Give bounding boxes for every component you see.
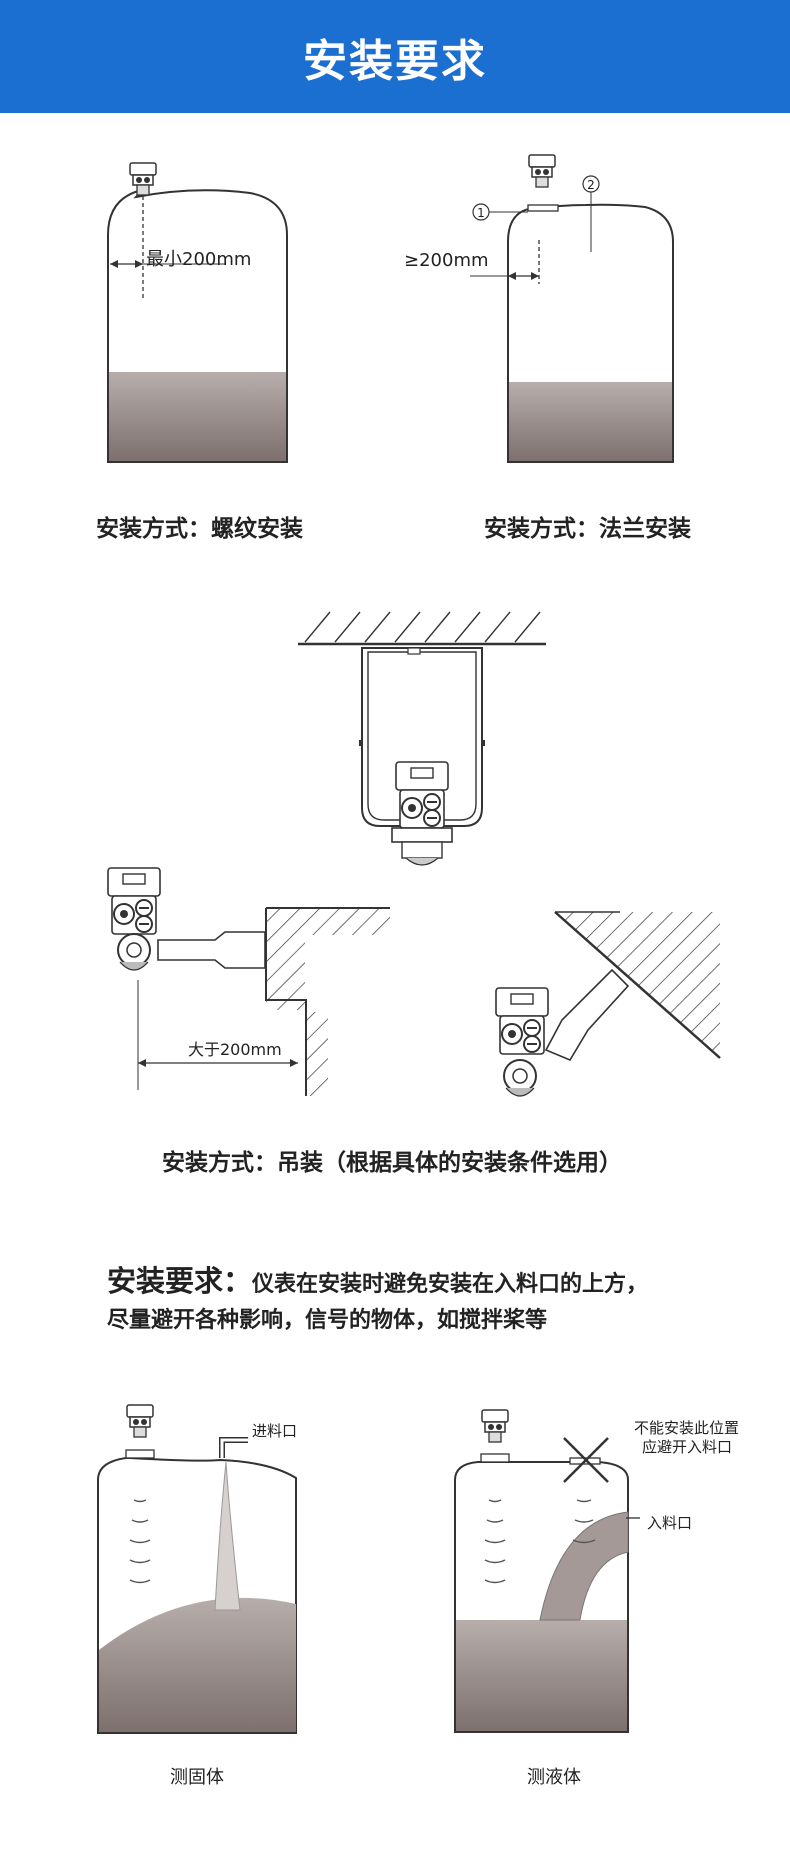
- requirement-text-1: 仪表在安装时避免安装在入料口的上方，: [252, 1272, 649, 1297]
- requirement-lead: 安装要求：: [107, 1264, 253, 1298]
- liquid-measurement-tank: [454, 1409, 640, 1733]
- solid-measurement-tank: [97, 1404, 297, 1734]
- thread-mount-tank: [107, 162, 288, 463]
- flange-dimension-label: ≥200mm: [404, 250, 489, 271]
- liquid-inlet-label: 入料口: [647, 1514, 693, 1532]
- liquid-caption: 测液体: [527, 1767, 581, 1788]
- inclined-wall-mount: [495, 911, 721, 1097]
- hang-mount-caption: 安装方式：吊装（根据具体的安装条件选用）: [162, 1150, 622, 1176]
- marker-2: 2: [587, 178, 595, 192]
- wall-arm-mount: [107, 867, 390, 1096]
- thread-dimension-label: 最小200mm: [146, 249, 252, 270]
- marker-1: 1: [477, 206, 485, 220]
- page-title: 安装要求: [303, 35, 487, 87]
- header-banner: 安装要求: [0, 0, 790, 113]
- requirement-line-1: 安装要求：仪表在安装时避免安装在入料口的上方，: [107, 1258, 648, 1300]
- liquid-warning-line-1: 不能安装此位置: [634, 1419, 740, 1437]
- liquid-warning-line-2: 应避开入料口: [642, 1438, 733, 1456]
- ceiling-hang-mount: [298, 611, 546, 866]
- hang-dimension-label: 大于200mm: [188, 1040, 282, 1059]
- solid-caption: 测固体: [170, 1767, 224, 1788]
- flange-mount-tank: 1 2: [470, 154, 674, 463]
- solid-inlet-label: 进料口: [252, 1422, 298, 1440]
- thread-mount-caption: 安装方式：螺纹安装: [96, 516, 303, 542]
- flange-mount-caption: 安装方式：法兰安装: [484, 516, 691, 542]
- requirement-line-2: 尽量避开各种影响，信号的物体，如搅拌桨等: [107, 1308, 548, 1333]
